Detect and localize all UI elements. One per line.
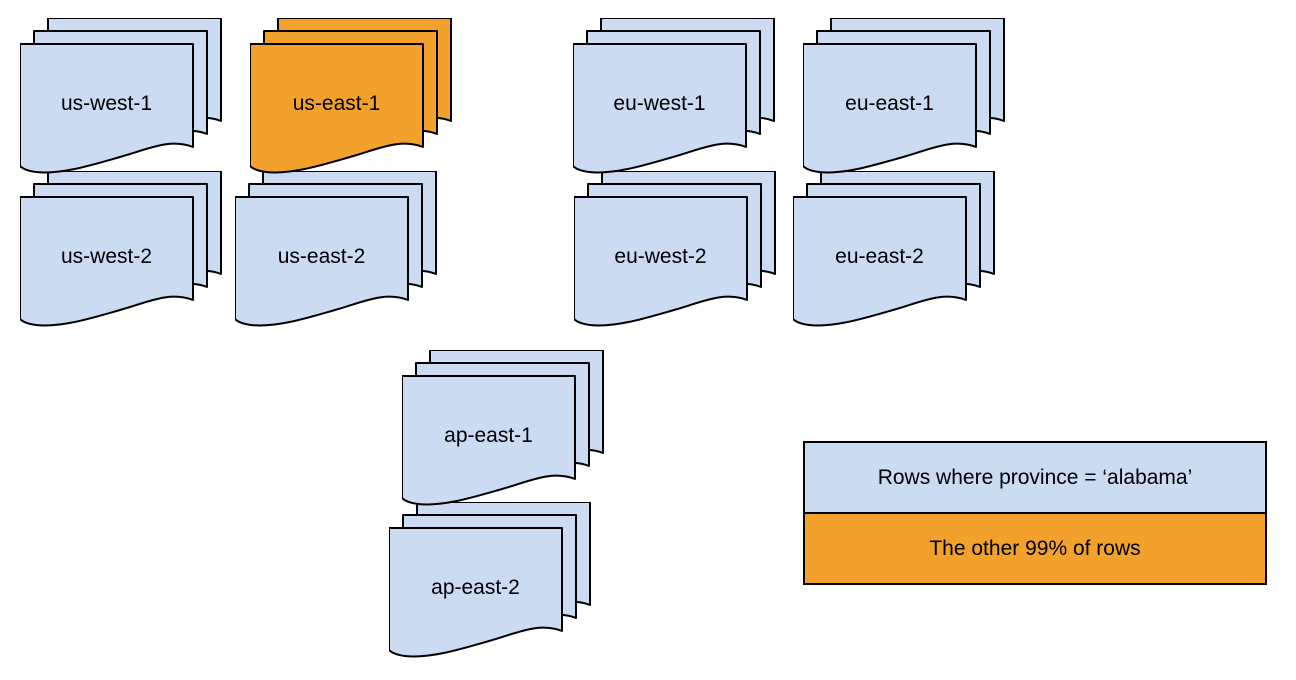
document-stack-icon	[20, 18, 225, 178]
document-stack-icon	[573, 18, 778, 178]
document-stack-icon	[574, 171, 779, 331]
document-stack-icon	[235, 171, 440, 331]
region-stack-eu-east-1: eu-east-1	[803, 18, 1008, 178]
legend: Rows where province = ‘alabama’ The othe…	[803, 441, 1267, 585]
region-stack-eu-west-1: eu-west-1	[573, 18, 778, 178]
document-stack-icon	[250, 18, 455, 178]
region-stack-ap-east-2: ap-east-2	[389, 502, 594, 662]
region-stack-eu-west-2: eu-west-2	[574, 171, 779, 331]
region-stack-us-west-2: us-west-2	[20, 171, 225, 331]
region-stack-us-east-1: us-east-1	[250, 18, 455, 178]
legend-item-other-rows: The other 99% of rows	[805, 512, 1265, 583]
document-stack-icon	[389, 502, 594, 662]
region-stack-eu-east-2: eu-east-2	[793, 171, 998, 331]
legend-label-alabama-rows: Rows where province = ‘alabama’	[877, 465, 1193, 489]
document-stack-icon	[402, 350, 607, 510]
region-stack-us-east-2: us-east-2	[235, 171, 440, 331]
legend-item-alabama-rows: Rows where province = ‘alabama’	[805, 443, 1265, 512]
document-stack-icon	[793, 171, 998, 331]
document-stack-icon	[20, 171, 225, 331]
region-stack-ap-east-1: ap-east-1	[402, 350, 607, 510]
legend-label-other-rows: The other 99% of rows	[929, 536, 1141, 560]
document-stack-icon	[803, 18, 1008, 178]
region-stack-us-west-1: us-west-1	[20, 18, 225, 178]
